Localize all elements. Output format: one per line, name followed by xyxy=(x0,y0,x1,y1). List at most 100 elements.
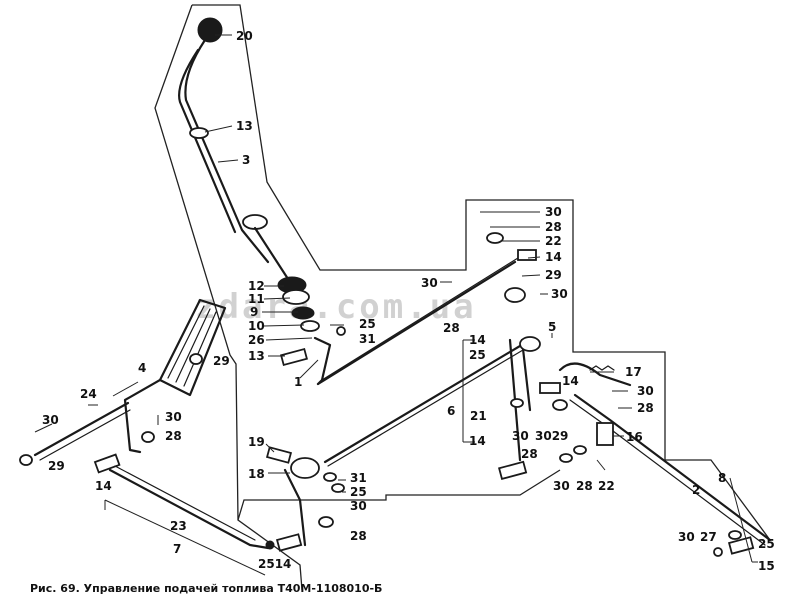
callout-14e: 14 xyxy=(95,479,112,493)
end-15 xyxy=(727,536,755,555)
callout-5: 5 xyxy=(548,320,556,334)
callout-2: 2 xyxy=(692,483,700,497)
callout-14a: 14 xyxy=(545,250,562,264)
upper-rod xyxy=(316,260,517,386)
callout-19: 19 xyxy=(248,435,265,449)
lever-rod-edge xyxy=(178,48,237,234)
rod-2 xyxy=(573,393,772,542)
cotter-27 xyxy=(713,547,723,557)
upper-clevis xyxy=(517,249,537,261)
end-14e xyxy=(93,453,121,474)
callout-15: 15 xyxy=(758,559,775,573)
callout-13b: 13 xyxy=(248,349,265,363)
end-2514 xyxy=(275,533,303,552)
callout-31b: 31 xyxy=(350,471,367,485)
callout-30f: 30 xyxy=(553,479,570,493)
callout-30h: 30 xyxy=(165,410,182,424)
callout-30e: 30 xyxy=(512,429,529,443)
callout-30c: 30 xyxy=(551,287,568,301)
washer-28f xyxy=(141,431,155,443)
watermark: zdara.com.ua xyxy=(195,287,477,327)
shaft-24 xyxy=(33,401,130,457)
right-linkage xyxy=(539,362,772,557)
middle-rod-edge xyxy=(327,346,529,467)
rod-23-edge xyxy=(114,465,256,541)
callout-11: 11 xyxy=(248,292,265,306)
callout-6: 6 xyxy=(447,404,455,418)
lever-lower-rod xyxy=(253,226,292,284)
washer-30f xyxy=(559,453,573,463)
washer-25d xyxy=(728,530,742,540)
callout-27: 27 xyxy=(700,530,717,544)
lower-linkage xyxy=(108,446,345,552)
rod-23 xyxy=(108,468,270,550)
callout-21: 21 xyxy=(470,409,487,423)
callout-30i: 30 xyxy=(350,499,367,513)
end-14c xyxy=(539,382,561,394)
pivot-18 xyxy=(290,457,320,479)
callout-30d: 30 xyxy=(637,384,654,398)
callout-30j: 30 xyxy=(678,530,695,544)
callouts: 20 13 3 12 11 9 10 26 13 1 25 31 30 28 3… xyxy=(42,29,775,573)
callout-17: 17 xyxy=(625,365,642,379)
callout-14d: 14 xyxy=(469,434,486,448)
callout-1: 1 xyxy=(294,375,302,389)
callout-16: 16 xyxy=(626,430,643,444)
callout-29a: 29 xyxy=(545,268,562,282)
vertical-rod-6b xyxy=(520,338,532,412)
callout-24: 24 xyxy=(80,387,97,401)
callout-30b: 30 xyxy=(545,205,562,219)
callout-30a: 30 xyxy=(421,276,438,290)
callout-28f: 28 xyxy=(165,429,182,443)
control-lever xyxy=(178,17,332,386)
pedal-assembly xyxy=(19,298,227,474)
callout-3029: 3029 xyxy=(535,429,568,443)
pedal-ribs xyxy=(167,305,217,387)
callout-20: 20 xyxy=(236,29,253,43)
callout-8: 8 xyxy=(718,471,726,485)
washer-31b xyxy=(323,472,337,482)
callout-14c: 14 xyxy=(562,374,579,388)
pedal-arm xyxy=(123,378,162,454)
lever-ring xyxy=(189,127,209,139)
leader-lines xyxy=(34,34,758,576)
pivot-5 xyxy=(519,336,541,352)
callout-25c: 25 xyxy=(350,485,367,499)
callout-18: 18 xyxy=(248,467,265,481)
callout-28d: 28 xyxy=(521,447,538,461)
callout-31: 31 xyxy=(359,332,376,346)
callout-28a: 28 xyxy=(443,321,460,335)
callout-25: 25 xyxy=(359,317,376,331)
lever-18 xyxy=(283,468,307,547)
washer xyxy=(300,320,320,332)
washer-29c xyxy=(19,454,33,466)
callout-28e: 28 xyxy=(576,479,593,493)
middle-linkage xyxy=(323,336,568,481)
washer-29 xyxy=(552,399,568,411)
pin-13 xyxy=(280,347,308,367)
callout-23: 23 xyxy=(170,519,187,533)
washer-25c xyxy=(331,483,345,493)
lever-rod xyxy=(184,38,270,264)
callout-22b: 22 xyxy=(598,479,615,493)
callout-9: 9 xyxy=(250,305,258,319)
callout-12: 12 xyxy=(248,279,265,293)
callout-2514: 2514 xyxy=(258,557,291,571)
small-washer xyxy=(336,326,346,336)
callout-29c: 29 xyxy=(48,459,65,473)
spring-pack-2 xyxy=(282,289,310,305)
rod-2-edge xyxy=(569,399,766,546)
shaft-24-edge xyxy=(39,409,131,461)
callout-3: 3 xyxy=(242,153,250,167)
callout-14b: 14 xyxy=(469,333,486,347)
upper-rod-edge xyxy=(321,257,519,381)
washer-30 xyxy=(510,398,524,408)
washer-29b xyxy=(189,353,203,365)
assembly-outline xyxy=(154,4,771,591)
callout-28g: 28 xyxy=(350,529,367,543)
middle-rod xyxy=(323,341,527,464)
callout-29b: 29 xyxy=(213,354,230,368)
washer-28g xyxy=(318,516,334,528)
callout-22a: 22 xyxy=(545,234,562,248)
